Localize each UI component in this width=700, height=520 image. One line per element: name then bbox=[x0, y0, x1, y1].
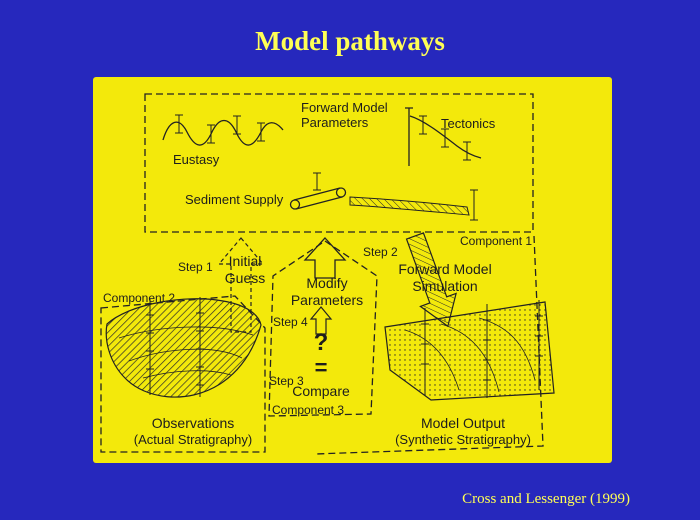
forward-model-simulation-node: Forward Model Simulation bbox=[398, 261, 491, 294]
model-output-node: Model Output (Synthetic Stratigraphy) bbox=[395, 415, 531, 447]
component-3-label: Component 3 bbox=[271, 403, 345, 417]
diagram-panel: Forward Model Parameters Tectonics Eusta… bbox=[93, 77, 612, 463]
compare-node: Compare bbox=[292, 383, 350, 399]
modify-parameters-node: Modify Parameters bbox=[291, 275, 363, 308]
diagram-art bbox=[100, 93, 555, 455]
component-2-label: Component 2 bbox=[103, 291, 176, 305]
tectonics-label: Tectonics bbox=[441, 116, 496, 131]
sediment-wedge bbox=[349, 189, 478, 221]
arrow-step4-up bbox=[309, 306, 333, 335]
citation: Cross and Lessenger (1999) bbox=[462, 491, 630, 507]
modify-parameters-line1: Modify bbox=[306, 275, 348, 291]
forward-model-parameters-label: Forward Model Parameters bbox=[301, 100, 388, 131]
sediment-supply-conveyor-icon bbox=[289, 172, 347, 210]
model-output-stratigraphy bbox=[384, 300, 555, 401]
observations-line2: (Actual Stratigraphy) bbox=[133, 431, 253, 447]
tectonics-curve bbox=[405, 107, 482, 166]
eustasy-label: Eustasy bbox=[173, 152, 220, 167]
step-1-label: Step 1 bbox=[178, 260, 213, 274]
arrow-forward-simulation-down bbox=[405, 232, 457, 328]
component-1-label: Component 1 bbox=[460, 234, 533, 248]
forward-model-simulation-line1: Forward Model bbox=[398, 261, 492, 277]
arrow-initial-guess-up bbox=[217, 237, 265, 333]
step-3-label: Step 3 bbox=[269, 374, 304, 388]
forward-model-parameters-line1: Forward Model bbox=[301, 100, 388, 115]
arrow-modify-parameters-up bbox=[303, 237, 347, 279]
model-output-line2: (Synthetic Stratigraphy) bbox=[395, 431, 531, 447]
step-4-label: Step 4 bbox=[273, 315, 308, 329]
observations-node: Observations (Actual Stratigraphy) bbox=[134, 415, 253, 447]
forward-model-parameters-line2: Parameters bbox=[301, 115, 369, 131]
question-mark: ? bbox=[313, 329, 329, 356]
initial-guess-line1: Initial bbox=[228, 253, 262, 269]
slide-title: Model pathways bbox=[255, 26, 445, 56]
initial-guess-line2: Guess bbox=[224, 269, 266, 286]
sediment-supply-label: Sediment Supply bbox=[185, 192, 284, 207]
modify-parameters-line2: Parameters bbox=[290, 291, 364, 308]
step-2-label: Step 2 bbox=[363, 245, 398, 259]
model-output-line1: Model Output bbox=[420, 415, 506, 431]
observations-stratigraphy bbox=[105, 297, 262, 398]
initial-guess-node: Initial Guess bbox=[225, 253, 265, 286]
forward-model-simulation-line2: Simulation bbox=[412, 277, 478, 294]
equals-icon: = bbox=[314, 355, 328, 380]
dashed-region-component-2 bbox=[100, 295, 266, 453]
dashed-region-component-3 bbox=[268, 240, 378, 417]
eustasy-curve bbox=[162, 114, 284, 146]
observations-line1: Observations bbox=[151, 415, 235, 431]
